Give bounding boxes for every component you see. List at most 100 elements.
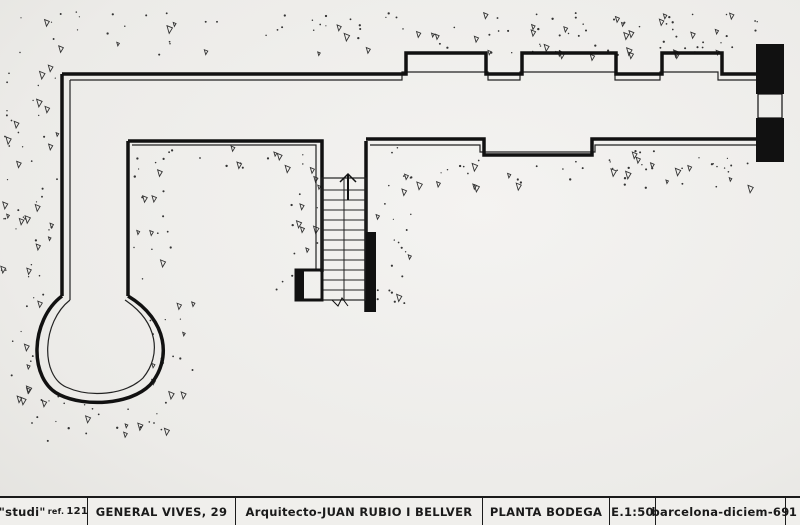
- gravel-mark: [5, 213, 11, 220]
- gravel-mark: [658, 18, 665, 27]
- right-wall-block: [756, 44, 784, 162]
- gravel-mark: [84, 415, 92, 424]
- gravel-mark: [594, 44, 597, 47]
- gravel-mark: [281, 280, 284, 283]
- gravel-mark: [37, 84, 40, 87]
- gravel-mark: [343, 32, 351, 43]
- gravel-mark: [163, 427, 171, 437]
- gravel-mark: [488, 33, 491, 36]
- gravel-mark: [38, 114, 40, 117]
- title-block: "studi" ref. 121 GENERAL VIVES, 29 Arqui…: [0, 496, 800, 525]
- gravel-mark: [671, 21, 674, 24]
- gravel-mark: [581, 167, 584, 170]
- gravel-mark: [179, 318, 182, 320]
- gravel-mark: [122, 431, 128, 439]
- gravel-mark: [199, 157, 201, 159]
- gravel-mark: [191, 369, 194, 371]
- plan-outer-wall: [60, 51, 758, 312]
- gravel-mark: [156, 232, 159, 235]
- gravel-mark: [393, 239, 395, 241]
- gravel-mark: [290, 203, 293, 207]
- plan-round-room-inner: [47, 299, 155, 395]
- gravel-mark: [55, 420, 57, 423]
- place-date: barcelona-diciem-69: [651, 504, 790, 519]
- gravel-mark: [511, 52, 513, 54]
- gravel-mark: [111, 13, 114, 16]
- gravel-mark: [539, 45, 542, 47]
- gravel-mark: [151, 362, 156, 369]
- gravel-mark: [397, 241, 400, 244]
- gravel-mark: [168, 390, 175, 401]
- gravel-mark: [203, 48, 209, 56]
- gravel-mark: [164, 318, 166, 321]
- gravel-mark: [458, 164, 462, 168]
- gravel-mark: [2, 201, 9, 211]
- gravel-mark: [8, 145, 11, 147]
- gravel-mark: [611, 167, 614, 170]
- gravel-mark: [530, 23, 536, 31]
- gravel-mark: [698, 157, 700, 159]
- gravel-mark: [75, 11, 78, 13]
- gravel-mark: [404, 251, 407, 253]
- gravel-mark: [127, 408, 129, 410]
- gravel-mark: [645, 168, 648, 171]
- gravel-mark: [662, 40, 665, 43]
- gravel-mark: [4, 135, 6, 138]
- gravel-mark: [349, 18, 352, 21]
- gravel-mark: [720, 42, 722, 44]
- gravel-mark: [607, 49, 610, 52]
- sheet-number-cell: 1: [786, 498, 800, 525]
- gravel-mark: [97, 413, 100, 416]
- gravel-mark: [47, 236, 52, 242]
- gravel-mark: [387, 12, 390, 15]
- gravel-mark: [631, 151, 638, 160]
- gravel-mark: [27, 276, 30, 278]
- gravel-mark: [728, 176, 733, 183]
- gravel-mark: [153, 422, 155, 424]
- gravel-mark: [137, 168, 140, 170]
- gravel-mark: [23, 343, 30, 352]
- gravel-mark: [176, 302, 183, 311]
- gravel-mark: [582, 23, 584, 25]
- gravel-mark: [166, 230, 169, 233]
- gravel-mark: [435, 180, 442, 189]
- gravel-mark: [48, 400, 50, 402]
- gravel-mark: [8, 72, 10, 75]
- gravel-mark: [158, 53, 161, 56]
- gravel-mark: [32, 99, 34, 102]
- gravel-mark: [558, 34, 561, 37]
- gravel-mark: [20, 17, 22, 19]
- gravel-mark: [169, 246, 172, 249]
- gravel-mark: [401, 275, 404, 278]
- gravel-mark: [530, 29, 537, 38]
- gravel-mark: [324, 14, 328, 18]
- gravel-mark: [56, 178, 58, 181]
- gravel-mark: [166, 24, 174, 35]
- gravel-mark: [168, 151, 171, 154]
- drawing-title-cell: PLANTA BODEGA: [483, 498, 610, 525]
- gravel-mark: [497, 30, 500, 32]
- gravel-mark: [396, 146, 399, 149]
- studio-ref-cell: "studi" ref. 121: [0, 498, 88, 525]
- gravel-mark: [639, 151, 642, 154]
- gravel-mark: [191, 301, 196, 308]
- gravel-mark: [30, 360, 32, 362]
- gravel-mark: [133, 246, 135, 249]
- gravel-mark: [298, 193, 301, 196]
- gravel-mark: [357, 36, 360, 40]
- gravel-mark: [230, 145, 236, 153]
- gravel-mark: [634, 150, 637, 153]
- gravel-mark: [395, 16, 398, 19]
- gravel-mark: [440, 172, 442, 174]
- scale: E.1:50: [611, 504, 654, 519]
- gravel-mark: [273, 151, 278, 158]
- gravel-mark: [13, 120, 20, 130]
- gravel-mark: [38, 274, 41, 277]
- gravel-mark: [25, 305, 28, 308]
- staircase: [294, 172, 376, 312]
- gravel-mark: [539, 43, 541, 45]
- gravel-mark: [20, 330, 22, 333]
- gravel-mark: [141, 278, 144, 280]
- gravel-mark: [55, 131, 60, 138]
- gravel-mark: [284, 164, 291, 174]
